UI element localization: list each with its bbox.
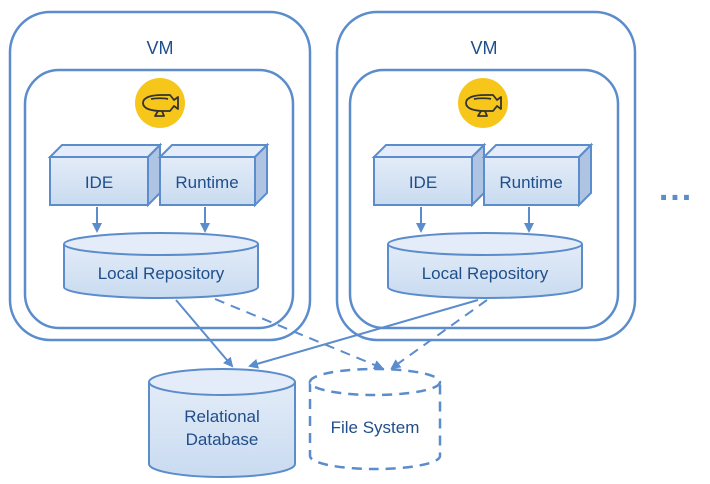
runtime-box: Runtime: [481, 142, 594, 208]
runtime-label: Runtime: [499, 173, 562, 192]
vm-inner-frame: [348, 68, 620, 330]
vm-outer-frame: [8, 10, 312, 342]
database-label-line1: Relational: [184, 407, 260, 426]
ide-label: IDE: [409, 173, 437, 192]
arrow-repo1-to-database: [175, 299, 234, 368]
local-repository-label: Local Repository: [98, 264, 225, 283]
file-system-label: File System: [331, 418, 420, 437]
arrow-repo2-to-database: [248, 299, 479, 369]
vm-panel-1: VM IDE Runtime: [8, 10, 312, 342]
vm-panel-2: VM IDE Runtime: [335, 10, 637, 342]
vm-inner-frame: [23, 68, 295, 330]
dashed-arrow-repo1-to-filesystem: [214, 298, 384, 370]
database-label-line2: Database: [186, 430, 259, 449]
relational-database-cylinder: Relational Database: [148, 368, 296, 478]
local-repository-label: Local Repository: [422, 264, 549, 283]
vm-outer-frame: [335, 10, 637, 342]
vm-label: VM: [147, 38, 174, 58]
local-repository-cylinder: Local Repository: [387, 232, 583, 299]
vm-label: VM: [471, 38, 498, 58]
local-repository-cylinder: Local Repository: [63, 232, 259, 299]
more-vms-ellipsis: ...: [659, 170, 693, 208]
file-system-cylinder: File System: [308, 367, 442, 471]
ide-label: IDE: [85, 173, 113, 192]
runtime-box: Runtime: [157, 142, 270, 208]
runtime-label: Runtime: [175, 173, 238, 192]
zeppelin-icon: [135, 78, 185, 128]
ide-box: IDE: [371, 142, 487, 208]
dashed-arrow-repo2-to-filesystem: [390, 299, 488, 370]
ide-box: IDE: [47, 142, 163, 208]
zeppelin-icon: [458, 78, 508, 128]
